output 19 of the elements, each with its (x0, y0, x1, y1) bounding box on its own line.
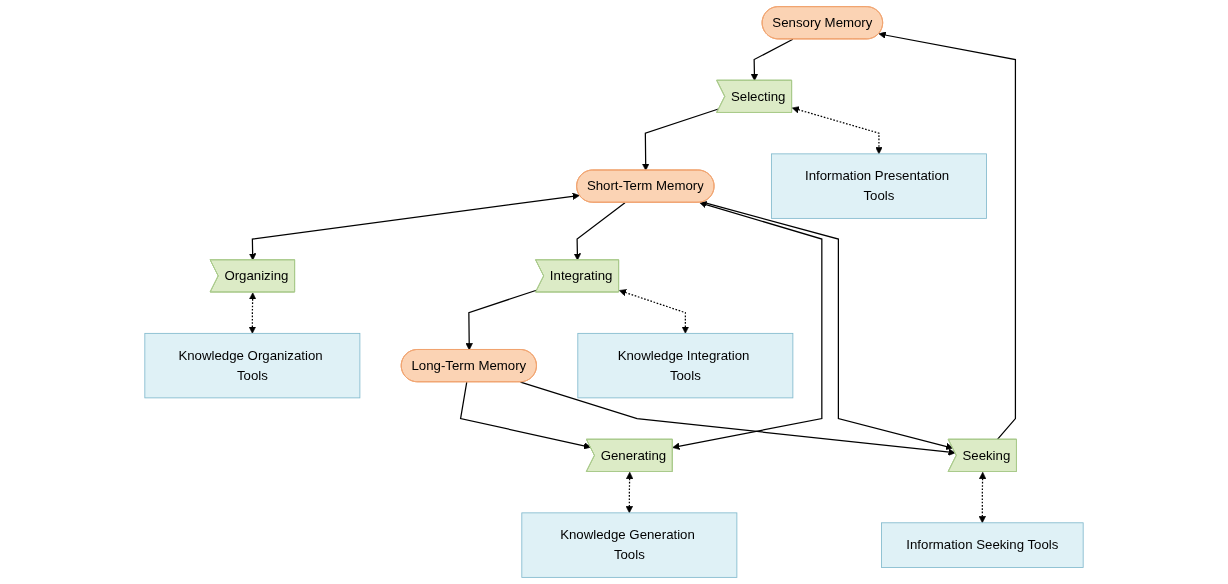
arrow (249, 192, 580, 261)
arrow (750, 38, 794, 81)
arrow (465, 289, 538, 351)
arrow (619, 289, 689, 334)
arrow (672, 201, 823, 450)
node-box: Knowledge Generation Tools (521, 512, 738, 578)
arrow (519, 381, 956, 456)
node-box: Knowledge Organization Tools (144, 332, 361, 399)
arrow (792, 106, 883, 155)
node-box: Knowledge Integration Tools (577, 332, 794, 399)
arrow (459, 381, 591, 450)
arrow (248, 292, 257, 334)
arrow (978, 471, 987, 524)
arrow (625, 471, 634, 514)
node-box: Information Presentation Tools (770, 153, 987, 219)
node-box: Information Seeking Tools (881, 522, 1084, 568)
arrow (701, 201, 954, 450)
arrow (878, 31, 1017, 441)
arrow (573, 202, 626, 261)
